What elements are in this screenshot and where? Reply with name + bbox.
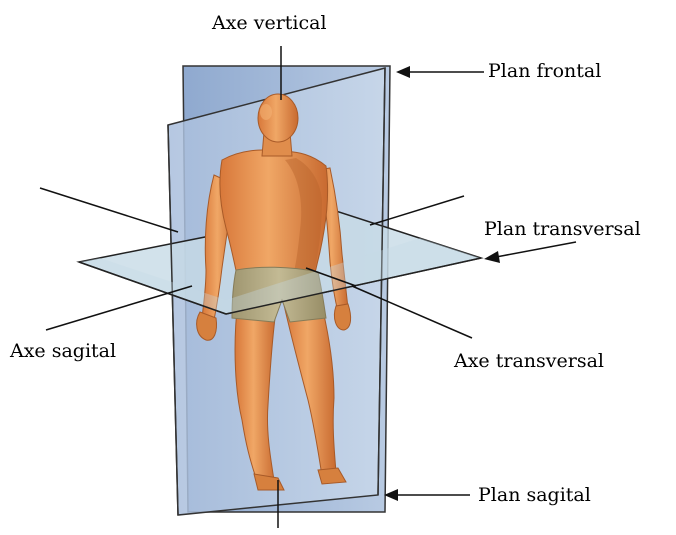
label-axe-sagital: Axe sagital bbox=[10, 342, 116, 361]
label-plan-sagital: Plan sagital bbox=[478, 486, 591, 505]
plan-frontal-arrow bbox=[396, 66, 484, 78]
sagittal-axis-front bbox=[46, 286, 192, 330]
plan-transversal-arrow bbox=[484, 242, 576, 263]
sagittal-axis-back bbox=[40, 188, 178, 232]
label-plan-frontal: Plan frontal bbox=[488, 62, 601, 81]
label-axe-vertical: Axe vertical bbox=[212, 14, 327, 33]
label-axe-transversal: Axe transversal bbox=[454, 352, 604, 371]
plan-sagital-arrow bbox=[384, 489, 470, 501]
label-plan-transversal: Plan transversal bbox=[484, 220, 641, 239]
